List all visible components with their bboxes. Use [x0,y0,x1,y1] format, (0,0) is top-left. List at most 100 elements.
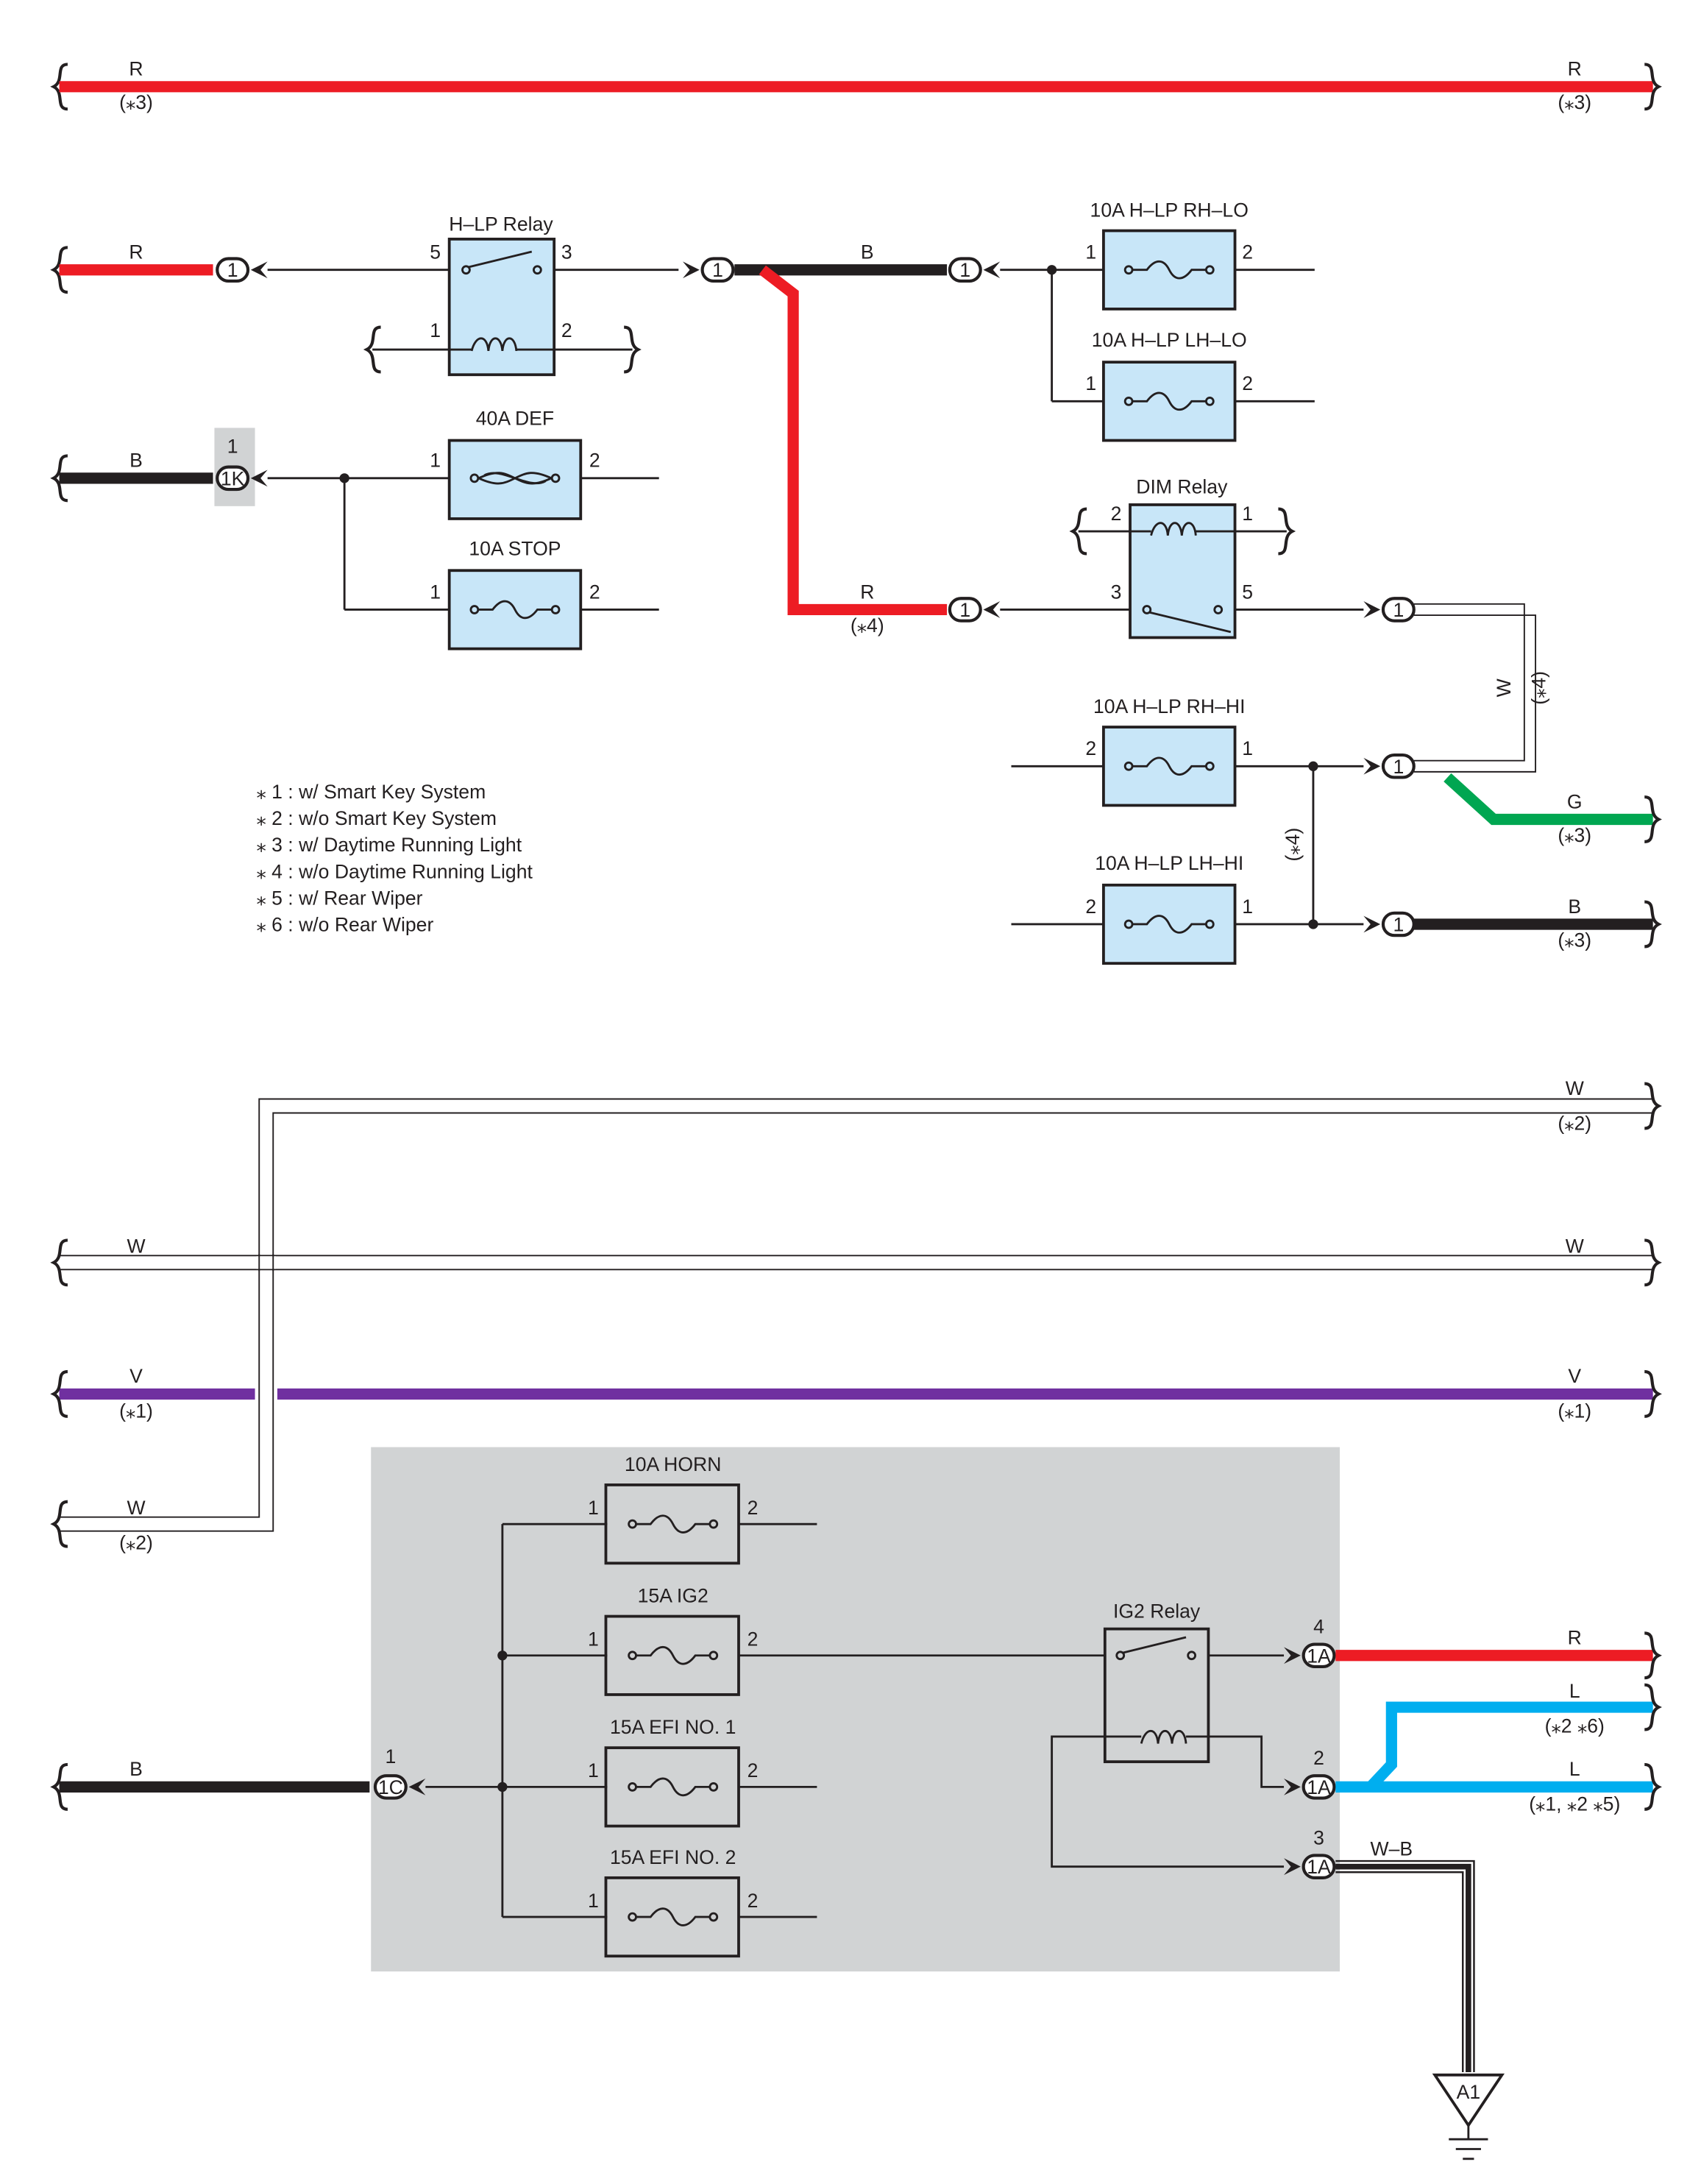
connector-1c-label: 1C [378,1776,403,1798]
dim-relay-section: R (⁎4) 1 DIM Relay 2 1 3 5 1 W (⁎4) [850,476,1549,773]
hlp-relay-pin-2: 2 [561,319,572,341]
fuse-pin: 1 [588,1890,599,1912]
fuse-pin: 1 [588,1628,599,1650]
w-bottom-left-label: W [127,1497,146,1519]
w-bottom-left-note: (⁎2) [119,1531,153,1553]
fuse-pin: 1 [588,1497,599,1519]
w-mid-left-label: W [127,1235,146,1258]
w-top-right-label: W [1566,1077,1585,1099]
hlp-input-connector [217,259,267,281]
fuse-hlp-lh-hi: 10A H–LP LH–HI 2 1 [1011,852,1253,965]
connector-1k-pin: 1 [227,436,238,458]
v-bus-left-label: V [129,1365,143,1387]
connector-1k-label: 1K [221,467,245,489]
fuse-hlp-lh-hi-label: 10A H–LP LH–HI [1095,852,1243,874]
hlp-input-wire-label: R [129,241,143,263]
fuse-pin: 2 [747,1890,759,1912]
hlp-relay-pin-3: 3 [561,241,572,263]
hi-join-note: (⁎4) [1282,828,1304,862]
dim-relay-title: DIM Relay [1136,476,1228,498]
legend-item-2: ⁎ 2 : w/o Smart Key System [256,807,497,829]
top-bus-right-label: R [1568,58,1582,80]
fuse-pin: 2 [589,450,600,472]
hlp-hi-section: 10A H–LP RH–HI 2 1 10A H–LP LH–HI 2 1 (⁎… [1011,695,1659,965]
hlp-relay-section: R 1 H–LP Relay 5 3 1 2 [54,213,679,377]
hlp-lo-fuses: 10A H–LP RH–LO 1 2 10A H–LP LH–LO 1 2 [1085,199,1315,442]
g-wire-label: G [1567,790,1583,812]
fuse-10a-horn-label: 10A HORN [625,1453,722,1475]
b-out-wire-note: (⁎3) [1558,929,1591,951]
passthrough-wires: W (⁎2) W (⁎2) W W V (⁎1) V (⁎1) [54,1077,1658,1553]
fuse-pin: 2 [589,581,600,603]
hlp-input-connector-label: 1 [227,259,238,281]
ig2-relay: IG2 Relay [1103,1600,1210,1764]
ig2-relay-title: IG2 Relay [1113,1600,1201,1622]
ig2-out-pin-4: 4 [1313,1615,1324,1637]
fuse-15a-ig2-label: 15A IG2 [638,1585,709,1607]
dim-out-connector [1363,598,1413,620]
dim-relay-pin: 1 [1242,503,1253,525]
g-wire-note: (⁎3) [1558,824,1591,846]
legend-item-4: ⁎ 4 : w/o Daytime Running Light [256,860,533,882]
fuse-10a-stop-label: 10A STOP [469,537,561,559]
hi-out-connector-g [1363,755,1413,777]
w-loop-label: W [1493,678,1515,697]
ground-a1-label: A1 [1457,2081,1481,2103]
w-loop-note: (⁎4) [1527,671,1549,705]
hi-out-connector-b-label: 1 [1393,913,1404,935]
legend-item-3: ⁎ 3 : w/ Daytime Running Light [256,834,522,856]
fuse-pin: 1 [1085,241,1096,263]
fuse-hlp-rh-hi: 10A H–LP RH–HI 2 1 [1011,695,1253,807]
top-bus-left-note: (⁎3) [119,91,153,113]
ig2-out-pin-3: 3 [1313,1826,1324,1848]
fuse-pin: 1 [430,581,441,603]
ig2-l-lower-label: L [1569,1758,1580,1780]
ig2-r-wire-label: R [1568,1627,1582,1649]
ig2-out-connector-3-label: 1A [1307,1856,1331,1878]
dim-relay-body [1129,503,1237,639]
ig2-l-upper-label: L [1569,1680,1580,1702]
fuse-pin: 2 [747,1628,759,1650]
ig2-out-connector-4-label: 1A [1307,1645,1331,1667]
legend: ⁎ 1 : w/ Smart Key System ⁎ 2 : w/o Smar… [256,781,533,936]
fuse-10a-stop: 10A STOP 1 2 [430,537,659,650]
dim-relay-pin: 5 [1242,581,1253,603]
b-out-wire-label: B [1568,896,1581,918]
fuse-40a-def: 40A DEF 1 2 [430,408,659,520]
def-stop-section: B 1K 1 40A DEF 1 2 10A STOP 1 2 [54,408,659,650]
b-bus-left-connector [683,259,733,281]
def-input-wire-label: B [129,450,143,472]
ig2-junction-block: B 1C 1 10A HORN 1 2 15A IG2 1 2 [54,1447,1340,1972]
fuse-hlp-rh-lo: 10A H–LP RH–LO 1 2 [1085,199,1315,311]
b-bus-right-connector [950,259,1000,281]
fuse-15a-efi-no2-label: 15A EFI NO. 2 [610,1846,736,1868]
fuse-hlp-lh-lo: 10A H–LP LH–LO 1 2 [1085,329,1315,442]
legend-item-5: ⁎ 5 : w/ Rear Wiper [256,887,422,909]
fuse-hlp-rh-lo-label: 10A H–LP RH–LO [1090,199,1249,221]
hi-out-connector-g-label: 1 [1393,756,1404,778]
fuse-pin: 2 [1085,896,1096,918]
fuse-pin: 1 [430,450,441,472]
w-mid-right-label: W [1566,1235,1585,1258]
fuse-pin: 1 [1242,896,1253,918]
b-bus-label: B [861,241,874,263]
ig2-wb-label: W–B [1371,1837,1413,1859]
connector-1c-pin: 1 [385,1745,396,1768]
v-bus-right-note: (⁎1) [1558,1400,1591,1422]
fuse-pin: 1 [1242,737,1253,759]
fuse-10a-horn: 10A HORN 1 2 [588,1453,817,1565]
fuse-pin: 2 [1242,372,1253,394]
dim-feed-connector [950,598,1000,620]
hi-out-connector-b [1363,913,1413,935]
hlp-relay-body [447,238,556,377]
fuse-pin: 2 [1242,241,1253,263]
fuse-hlp-lh-lo-label: 10A H–LP LH–LO [1092,329,1247,351]
fuse-15a-efi-no1-label: 15A EFI NO. 1 [610,1716,736,1738]
dim-out-connector-label: 1 [1393,599,1404,621]
hlp-relay-pin-5: 5 [430,241,441,263]
b-bus-left-connector-label: 1 [712,259,723,281]
fuse-pin: 2 [1085,737,1096,759]
fuse-pin: 1 [1085,372,1096,394]
top-red-bus: R (⁎3) R (⁎3) [54,58,1658,113]
